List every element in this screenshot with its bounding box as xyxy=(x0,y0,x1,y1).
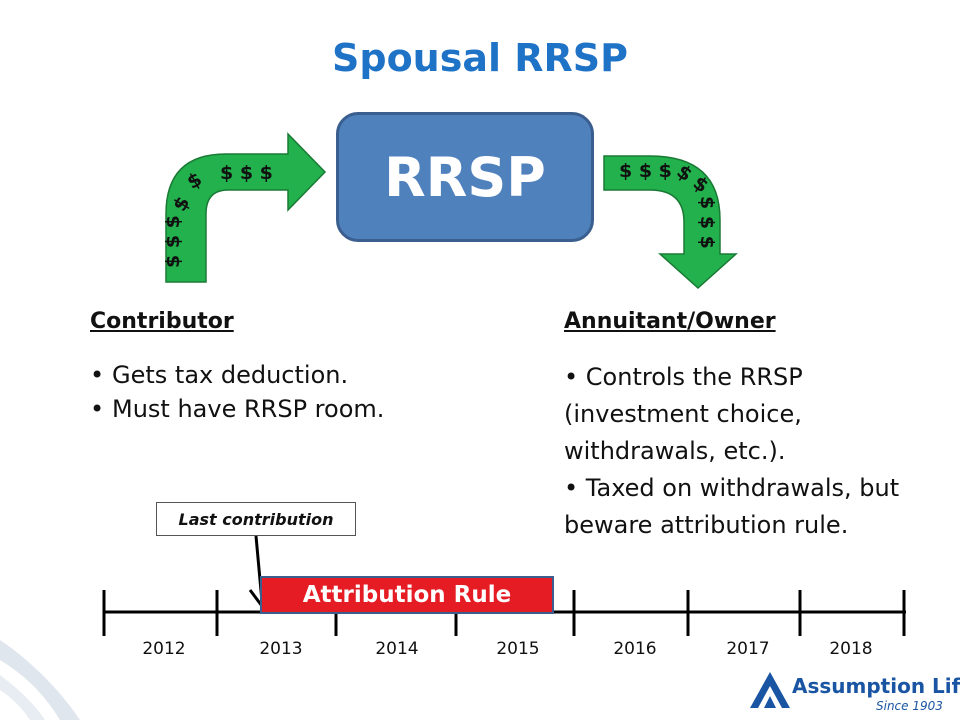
timeline-year: 2015 xyxy=(496,639,540,659)
rrsp-box: RRSP xyxy=(336,112,594,242)
money-symbols-left-horizontal: $ $ $ xyxy=(220,162,273,184)
timeline-year: 2012 xyxy=(142,639,186,659)
bullet-text: Gets tax deduction. xyxy=(112,361,349,389)
outflow-arrow-icon xyxy=(603,155,738,290)
company-logo: Assumption Life Since 1903 xyxy=(748,664,960,718)
bullet-text: Must have RRSP room. xyxy=(112,395,385,423)
list-item: • Controls the RRSP (investment choice, … xyxy=(564,363,803,465)
bullet-text: Controls the RRSP (investment choice, wi… xyxy=(564,363,803,465)
attribution-rule-bar: Attribution Rule xyxy=(260,576,554,614)
list-item: •Gets tax deduction. xyxy=(90,358,470,392)
money-symbols-right-vertical: $ $ $ xyxy=(696,196,718,249)
inflow-arrow-icon xyxy=(165,132,327,283)
list-item: • Taxed on withdrawals, but beware attri… xyxy=(564,474,900,539)
last-contribution-callout: Last contribution xyxy=(156,502,356,536)
timeline-year: 2018 xyxy=(829,639,873,659)
corner-decoration xyxy=(0,640,80,720)
timeline-year: 2016 xyxy=(613,639,657,659)
money-symbols-left-vertical: $ $ $ xyxy=(162,215,184,268)
slide-title: Spousal RRSP xyxy=(332,36,628,80)
bullet-text: Taxed on withdrawals, but beware attribu… xyxy=(564,474,900,539)
logo-tagline: Since 1903 xyxy=(876,699,943,713)
annuitant-heading: Annuitant/Owner xyxy=(564,309,776,334)
contributor-heading: Contributor xyxy=(90,309,234,334)
annuitant-bullet-list: • Controls the RRSP (investment choice, … xyxy=(564,359,949,544)
timeline-year: 2017 xyxy=(726,639,770,659)
logo-mark-icon xyxy=(750,672,790,708)
contributor-bullet-list: •Gets tax deduction. •Must have RRSP roo… xyxy=(90,358,470,426)
logo-name: Assumption Life xyxy=(792,674,960,698)
money-symbols-right-horizontal: $ $ $ xyxy=(619,160,672,182)
timeline-year: 2014 xyxy=(375,639,419,659)
list-item: •Must have RRSP room. xyxy=(90,392,470,426)
timeline-year: 2013 xyxy=(259,639,303,659)
